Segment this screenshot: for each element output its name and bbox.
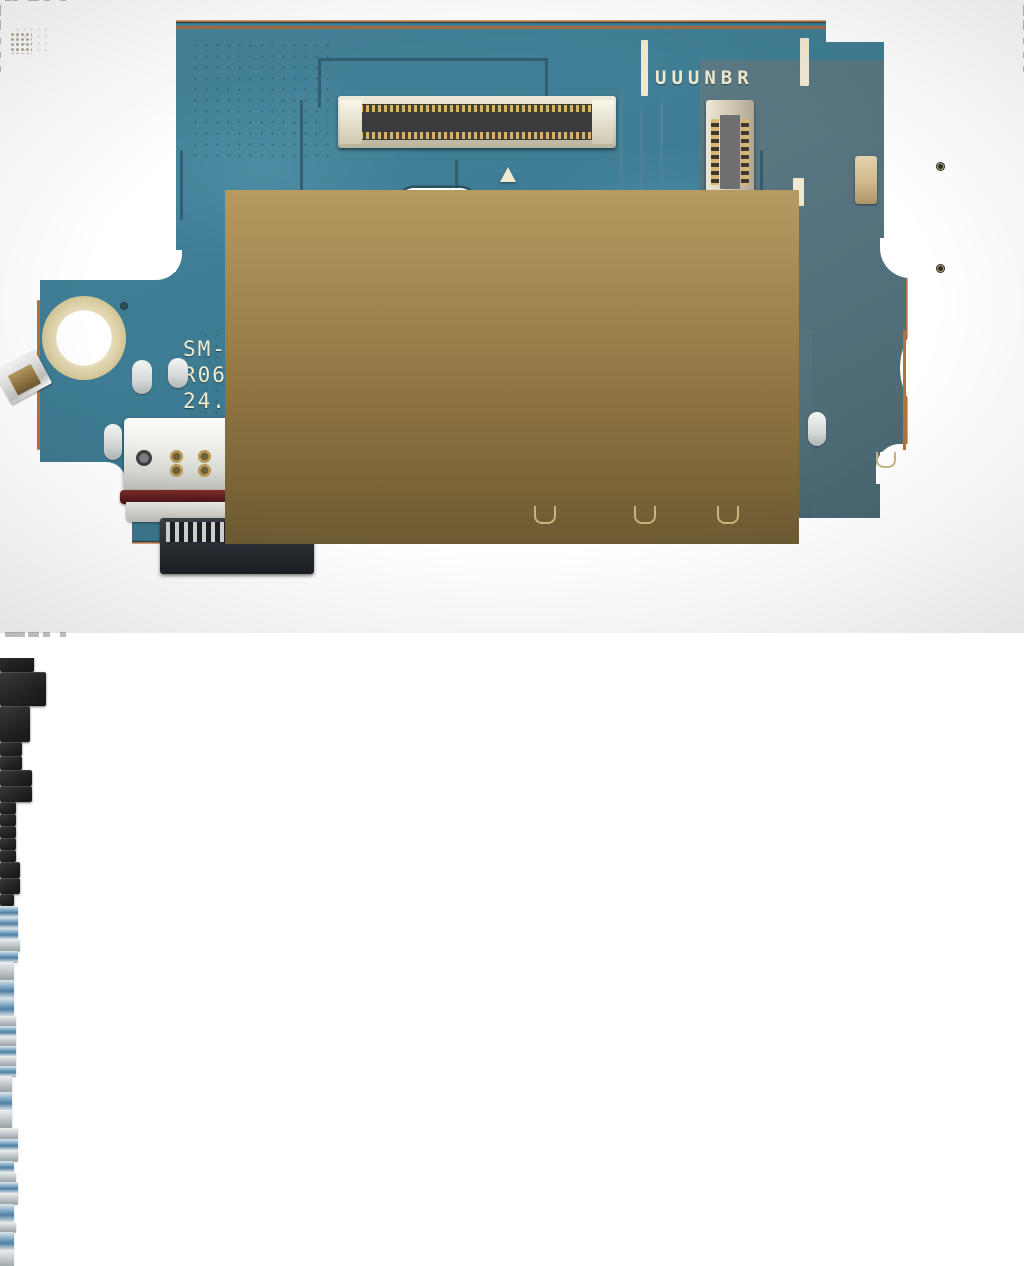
cap-26	[0, 1222, 16, 1232]
cap-11	[0, 1036, 16, 1046]
usb-pad-3	[198, 450, 211, 463]
btb-pin-row-top	[360, 105, 594, 113]
beige-component	[855, 156, 877, 204]
oval-pad-4	[104, 424, 122, 460]
cap-13	[0, 1056, 16, 1066]
trace-3	[545, 58, 548, 98]
cap-22	[0, 1172, 16, 1182]
cap-8	[0, 998, 14, 1016]
trace-9	[660, 100, 663, 220]
oval-pad-2	[168, 358, 188, 388]
cut-left-step	[30, 250, 182, 280]
cut-bottom-left-round	[0, 462, 126, 502]
cap-17	[0, 1110, 12, 1128]
cap-5	[0, 951, 18, 962]
cap-6	[0, 962, 14, 980]
ic-main-marking	[14, 26, 50, 56]
cut-right-upper	[884, 0, 1024, 262]
cap-27	[0, 1232, 14, 1250]
ic-small-13	[0, 894, 14, 906]
ic-small-4	[0, 770, 32, 786]
cap-21	[0, 1161, 14, 1172]
silk-bar-left	[641, 40, 648, 96]
cap-20	[0, 1150, 18, 1161]
antenna-clip-5	[0, 189, 799, 545]
cap-18	[0, 1128, 18, 1139]
antenna-pad-4-leg	[876, 452, 896, 468]
ic-small-7	[0, 814, 16, 826]
btb-pin-row-bottom	[360, 131, 594, 139]
usb-pad-1	[170, 450, 183, 463]
ic-left-1	[0, 5, 1024, 706]
trace-4	[300, 100, 303, 220]
trace-7	[620, 90, 623, 220]
cap-4	[0, 939, 20, 951]
silk-revision: R06	[183, 363, 227, 387]
btb-small-pins-right	[741, 118, 749, 186]
silk-triangle-1	[500, 167, 516, 182]
cut-bottom-right-round	[876, 444, 996, 484]
btb-connector-small[interactable]	[706, 100, 754, 204]
usb-screw-left	[136, 450, 152, 466]
ic-small-2	[0, 742, 22, 756]
trace-1	[318, 60, 321, 108]
ic-small-5	[0, 786, 32, 802]
cut-bottom-left	[0, 478, 132, 658]
antenna-pad-1-leg	[534, 506, 556, 524]
cap-16	[0, 1092, 12, 1110]
via-gold-1	[936, 162, 945, 171]
cap-28	[0, 1250, 14, 1266]
shield-can-marking	[10, 32, 32, 54]
trace-2	[318, 58, 548, 61]
cap-10	[0, 1026, 16, 1036]
cap-24	[0, 1193, 18, 1204]
via-field-topleft	[190, 40, 330, 160]
trace-8	[640, 110, 643, 260]
cap-14	[0, 1066, 16, 1076]
btb-small-pins-left	[711, 118, 719, 186]
usb-pad-4	[198, 464, 211, 477]
oval-pad-1	[132, 360, 152, 394]
cap-12	[0, 1046, 16, 1056]
cap-1	[0, 906, 18, 917]
copper-edge-top	[176, 26, 826, 29]
silk-bar-right	[800, 38, 809, 86]
trace-17	[180, 150, 183, 220]
silk-testpad-labels: UUUNBR	[655, 67, 754, 89]
antenna-pad-2-leg	[634, 506, 656, 524]
ic-small-10	[0, 850, 16, 862]
copper-edge-right	[903, 330, 906, 450]
cap-25	[0, 1204, 14, 1222]
cap-7	[0, 980, 14, 998]
usb-pad-2	[170, 464, 183, 477]
via-1	[120, 302, 128, 310]
ic-small-9	[0, 838, 16, 850]
btb-end-right	[592, 100, 614, 144]
ic-left-1-pins	[0, 5, 1024, 28]
cap-23	[0, 1182, 18, 1193]
btb-small-well	[720, 114, 740, 190]
cut-bottom-right	[880, 452, 1024, 652]
cap-9	[0, 1016, 16, 1026]
btb-end-left	[340, 100, 362, 144]
mounting-hole-left-bore	[58, 312, 110, 364]
btb-connector-main[interactable]	[338, 96, 616, 148]
ic-bottom-2	[0, 6, 1024, 637]
oval-pad-7	[808, 412, 826, 446]
ic-small-8	[0, 826, 16, 838]
ic-small-12	[0, 878, 20, 894]
clip-slot-5	[225, 189, 799, 545]
ic-small-3	[0, 756, 22, 770]
cap-2	[0, 917, 18, 928]
cap-19	[0, 1139, 18, 1150]
via-gold-2	[936, 264, 945, 273]
antenna-pad-3-leg	[717, 506, 739, 524]
ic-small-6	[0, 802, 16, 814]
ic-small-1	[0, 706, 30, 742]
ic-small-11	[0, 862, 20, 878]
cap-3	[0, 928, 18, 939]
cap-15	[0, 1076, 12, 1092]
